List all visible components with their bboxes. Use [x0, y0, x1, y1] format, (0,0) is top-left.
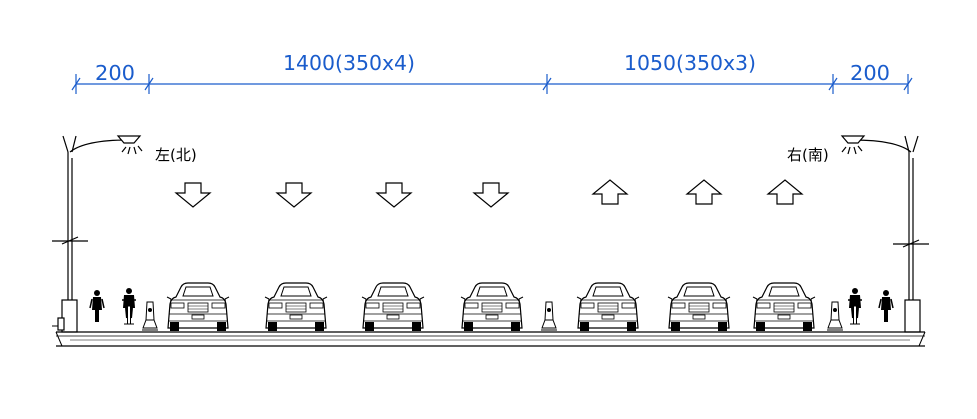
lane-arrow-icon — [767, 179, 803, 205]
street-light-icon — [840, 135, 929, 333]
dimension-label-left-sidewalk: 200 — [95, 61, 135, 85]
lane-arrows — [175, 179, 803, 208]
lane-arrow-icon — [473, 182, 509, 208]
car-front-icon — [361, 282, 425, 332]
car-front-icon — [667, 282, 731, 332]
car-front-icon — [752, 282, 816, 332]
dimension-label-right-lanes: 1050(350x3) — [624, 51, 756, 75]
lane-arrow-icon — [276, 182, 312, 208]
bollard-icon — [826, 301, 844, 331]
lane-arrow-icon — [592, 179, 628, 205]
pedestrian-icon — [89, 289, 105, 323]
street-light-icon — [52, 135, 143, 333]
road-surface — [52, 325, 926, 347]
car-front-icon — [264, 282, 328, 332]
bollard-icon — [540, 301, 558, 331]
car-front-icon — [166, 282, 230, 332]
vehicles — [166, 282, 816, 332]
car-front-icon — [576, 282, 640, 332]
dimension-ticks — [71, 74, 913, 94]
car-front-icon — [460, 282, 524, 332]
cyclist-icon — [847, 287, 863, 325]
dimension-group: 200 1400(350x4) 1050(350x3) 200 — [71, 51, 913, 94]
right-side-label: 右(南) — [787, 146, 829, 164]
lane-arrow-icon — [376, 182, 412, 208]
pedestrian-icon — [878, 289, 894, 323]
cyclist-icon — [121, 287, 137, 325]
dimension-label-right-sidewalk: 200 — [850, 61, 890, 85]
left-side-label: 左(北) — [155, 146, 197, 164]
bollard-icon — [141, 301, 159, 331]
dimension-label-left-lanes: 1400(350x4) — [283, 51, 415, 75]
lane-arrow-icon — [686, 179, 722, 205]
lane-arrow-icon — [175, 182, 211, 208]
